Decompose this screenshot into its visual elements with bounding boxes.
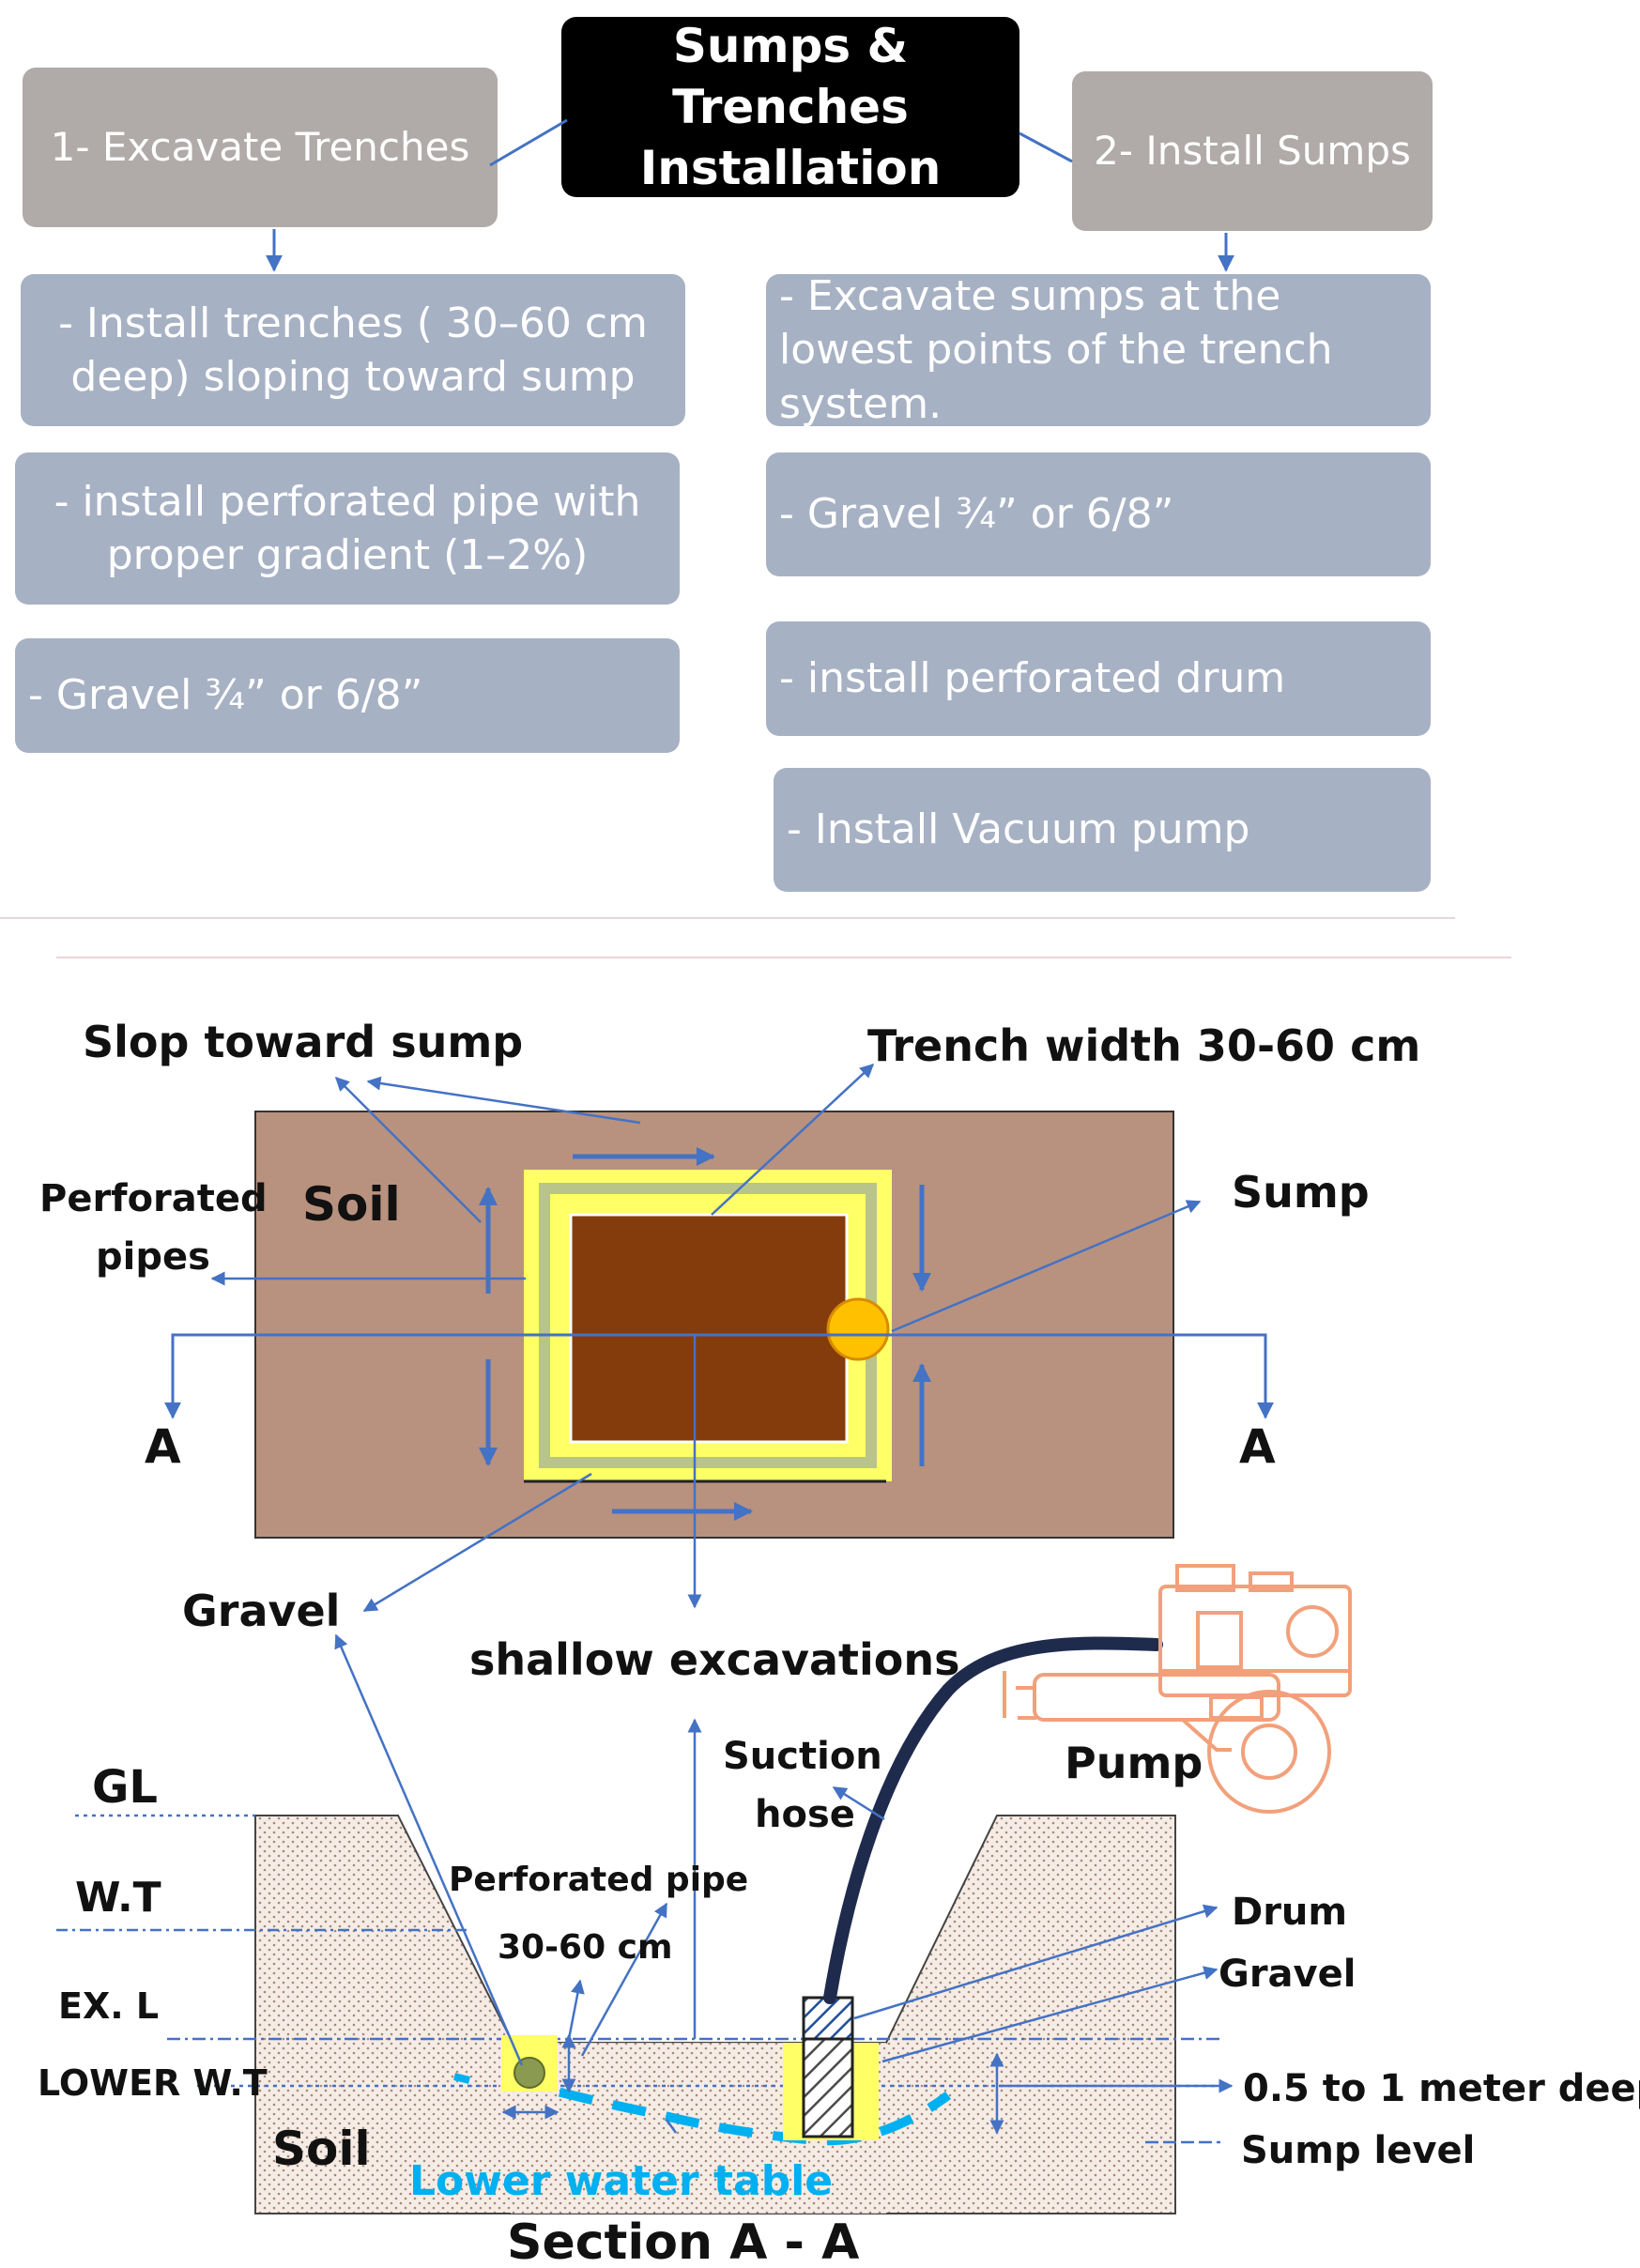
exl-label: EX. L	[58, 1985, 159, 2027]
plan-gravel-label: Gravel	[182, 1586, 340, 1636]
sump-depth-label: 0.5 to 1 meter deep	[1243, 2067, 1640, 2110]
step1-item-trench-depth: - Install trenches ( 30–60 cm deep) slop…	[21, 274, 685, 426]
step2-item-vacuum-pump: - Install Vacuum pump	[774, 768, 1431, 892]
perforated-pipes-label-1: Perforated	[39, 1177, 268, 1220]
slope-label: Slop toward sump	[83, 1017, 523, 1067]
suction-hose-label-2: hose	[755, 1793, 855, 1836]
diagram-title: Sumps & Trenches Installation	[561, 17, 1019, 197]
section-gravel-label: Gravel	[1219, 1953, 1356, 1996]
step2-item-excavate-sumps: - Excavate sumps at the lowest points of…	[766, 272, 1431, 428]
section-title: Section A - A	[507, 2214, 859, 2268]
section-marker-right: A	[1239, 1419, 1276, 1474]
connector-title-step2	[1019, 131, 1073, 163]
plan-view: Slop toward sump Trench width 30-60 cm P…	[39, 1017, 1420, 1685]
lower-water-table-label: Lower water table	[409, 2157, 833, 2205]
gl-label: GL	[92, 1761, 158, 1814]
section-view: GL W.T EX. L LOWER W.T Soil Lower water …	[38, 1564, 1640, 2268]
suction-hose	[823, 1636, 1163, 2004]
sump-level-label: Sump level	[1241, 2129, 1475, 2172]
perforated-pipes-label-2: pipes	[96, 1235, 210, 1279]
connector-title-step1	[489, 118, 568, 167]
plan-sump	[826, 1297, 890, 1361]
flow-arrows	[479, 1147, 931, 1521]
lower-wt-label: LOWER W.T	[38, 2062, 268, 2104]
pump-label: Pump	[1065, 1738, 1203, 1788]
step1-header: 1- Excavate Trenches	[23, 68, 498, 227]
divider-lines	[0, 917, 1511, 958]
lower-water-table-curve	[505, 2074, 951, 2146]
section-soil-label: Soil	[272, 2122, 371, 2176]
plan-leader-lines	[210, 1063, 1202, 1613]
step2-header: 2- Install Sumps	[1072, 71, 1433, 231]
pump-icon	[1003, 1564, 1352, 1814]
section-line-a-a	[171, 1333, 1267, 1414]
depth-label: 30-60 cm	[498, 1928, 673, 1967]
trench-width-label: Trench width 30-60 cm	[867, 1020, 1420, 1071]
plan-soil-label: Soil	[302, 1177, 401, 1232]
step1-item-gravel: - Gravel ¾” or 6/8”	[15, 638, 680, 753]
wt-label: W.T	[75, 1874, 161, 1922]
suction-hose-label-1: Suction	[723, 1735, 882, 1778]
section-perforated-pipe	[513, 2057, 545, 2089]
step2-item-gravel: - Gravel ¾” or 6/8”	[766, 452, 1431, 576]
section-marker-left: A	[145, 1419, 181, 1474]
sump-label: Sump	[1232, 1167, 1370, 1218]
step1-item-perforated-pipe: - install perforated pipe with proper gr…	[15, 452, 680, 605]
drum-label: Drum	[1232, 1891, 1347, 1934]
plan-excavation-core	[569, 1213, 849, 1444]
perforated-pipe-label: Perforated pipe	[449, 1861, 748, 1899]
step2-item-perforated-drum: - install perforated drum	[766, 621, 1431, 736]
flowchart-connectors	[266, 118, 1234, 272]
shallow-excavations-label: shallow excavations	[469, 1634, 960, 1685]
section-leader-lines	[334, 1633, 1234, 2135]
